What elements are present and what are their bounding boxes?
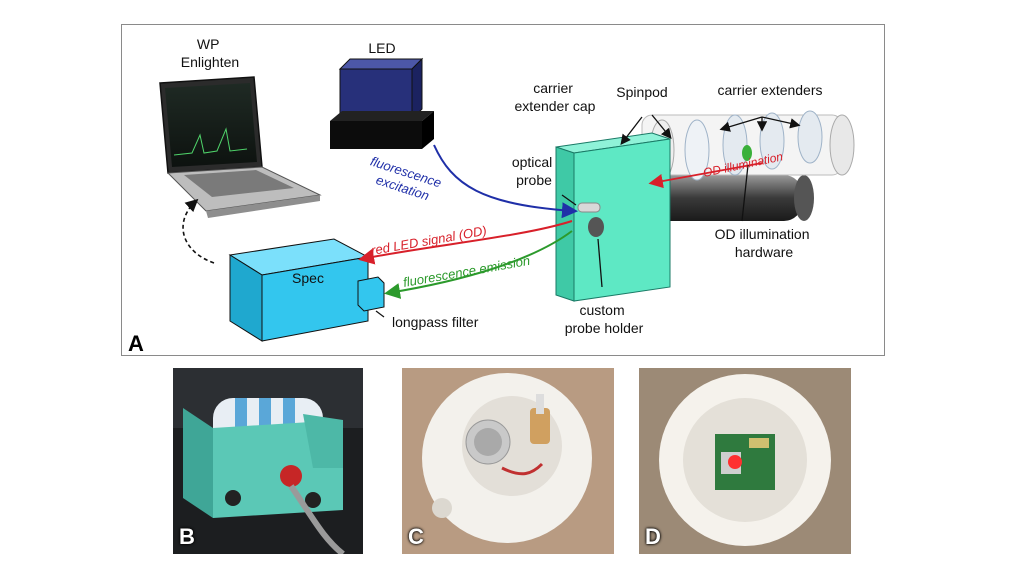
photo-d-letter: D bbox=[645, 524, 661, 549]
software-label: WP Enlighten bbox=[181, 36, 239, 70]
photo-b-illustration bbox=[173, 368, 363, 554]
emission-arrow bbox=[384, 230, 573, 299]
photo-b-letter: B bbox=[179, 524, 195, 549]
carrier-extenders-label: carrier extenders bbox=[717, 82, 822, 98]
fluorescence-excitation-label: fluorescence excitation bbox=[364, 153, 447, 206]
spinpod-assembly bbox=[641, 110, 855, 221]
spec-label: Spec bbox=[292, 270, 324, 286]
optical-probe-label: optical probe bbox=[512, 154, 556, 188]
od-illumination-hardware-label: OD illumination hardware bbox=[715, 226, 814, 260]
software-line-2: Enlighten bbox=[181, 54, 239, 70]
data-link-arrow bbox=[182, 198, 215, 264]
spinpod-label: Spinpod bbox=[616, 84, 667, 100]
laptop-icon bbox=[159, 76, 322, 218]
panel-a-letter: A bbox=[128, 331, 144, 356]
software-line-1: WP bbox=[197, 36, 219, 52]
optical-probe-icon bbox=[577, 202, 601, 213]
od-led-icon bbox=[742, 145, 752, 161]
spectrometer-icon bbox=[228, 238, 385, 342]
od-illumination-arrow bbox=[648, 162, 763, 189]
fluorescence-emission-label: fluorescence emission bbox=[402, 253, 531, 290]
probe-holder-plate bbox=[555, 132, 671, 302]
photo-c-letter: C bbox=[408, 524, 424, 549]
custom-probe-holder-label: custom probe holder bbox=[565, 302, 644, 336]
od-signal-arrow bbox=[358, 220, 573, 265]
red-led-signal-label: red LED signal (OD) bbox=[370, 223, 488, 258]
panel-a-diagram: WP Enlighten LED Spec bbox=[121, 24, 885, 356]
led-label: LED bbox=[368, 40, 395, 56]
longpass-filter-label: longpass filter bbox=[392, 314, 479, 330]
photo-d: D bbox=[639, 368, 851, 554]
excitation-arrow bbox=[433, 144, 578, 219]
photo-c: C bbox=[402, 368, 614, 554]
led-icon bbox=[330, 57, 434, 149]
carrier-extender-cap-label: carrier extender cap bbox=[515, 80, 596, 114]
photo-d-illustration bbox=[639, 368, 851, 554]
photo-b: B bbox=[173, 368, 363, 554]
photo-c-illustration bbox=[402, 368, 614, 554]
diagram-canvas: WP Enlighten LED Spec bbox=[128, 36, 855, 356]
